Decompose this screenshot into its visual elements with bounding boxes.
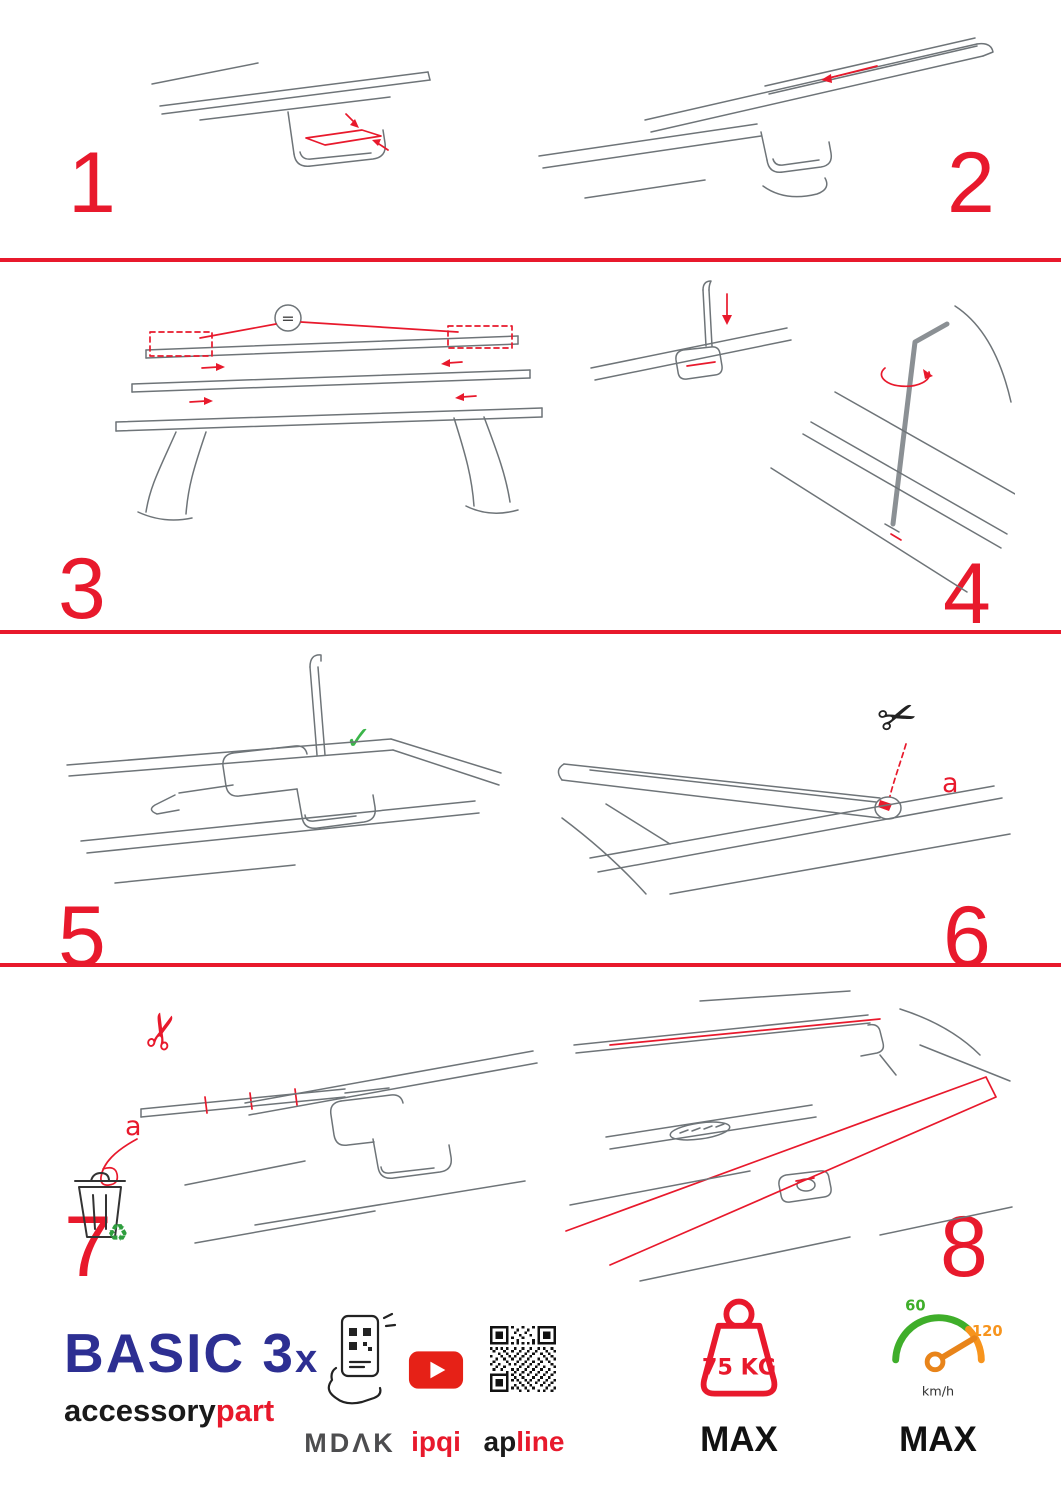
measure-box-left (149, 331, 213, 357)
company-logo: accessorypart (64, 1393, 275, 1428)
step-2-illustration (538, 37, 994, 199)
checkmark-icon: ✓ (345, 719, 372, 757)
label-a: a (125, 1111, 142, 1142)
alignment-guide (565, 1076, 997, 1266)
highlight-plate (305, 129, 382, 146)
step-3-illustration: = (115, 304, 543, 521)
step-5-illustration: ✓ (66, 654, 502, 884)
step-7-number: 7 (64, 1199, 112, 1295)
measure-box-right (447, 325, 513, 349)
qr-code (490, 1326, 556, 1392)
max-weight-label: MAX (700, 1420, 778, 1459)
product-logo: BASIC 3x (64, 1326, 319, 1381)
max-weight-icon: 75 KG (700, 1298, 778, 1397)
weight-value: 75 KG (702, 1354, 776, 1380)
allen-key (890, 321, 950, 527)
step-2-number: 2 (947, 135, 995, 231)
brand-block: BASIC 3x accessorypart (64, 1326, 319, 1428)
equals-symbol: = (281, 309, 294, 328)
product-name-suffix: x (295, 1337, 320, 1381)
step-7-illustration: ✂ a ♻ (74, 1005, 538, 1247)
step-5-number: 5 (58, 889, 106, 985)
product-name: BASIC 3 (64, 1322, 295, 1384)
label-a: a (942, 768, 959, 799)
gauge-tick-60: 60 (905, 1298, 926, 1315)
step-1-number: 1 (68, 135, 116, 231)
max-speed-label: MAX (899, 1420, 977, 1459)
youtube-icon (408, 1351, 464, 1389)
step-8-number: 8 (940, 1199, 988, 1295)
equals-badge (274, 304, 302, 332)
partner-mdak-label: MDΛK (304, 1428, 396, 1458)
partner-ipqi-label: ipqi (411, 1426, 461, 1457)
step-4-illustration (590, 280, 1015, 593)
step-1-illustration (151, 62, 431, 167)
recycle-icon: ♻ (107, 1219, 129, 1247)
scan-app-icon (327, 1312, 397, 1405)
step-4-number: 4 (943, 546, 991, 642)
trash-bin-icon (74, 1172, 126, 1238)
partner-apline-label: apline (483, 1426, 565, 1457)
section-divider (0, 258, 1061, 262)
slide-arrow (828, 65, 878, 79)
rotate-arrow (880, 367, 931, 388)
speedometer-icon: 60 120 km/h (892, 1298, 1002, 1399)
discard-arrow (100, 1138, 138, 1186)
scissors-icon: ✂ (130, 1005, 195, 1058)
gauge-tick-120: 120 (972, 1323, 1002, 1340)
section-divider (0, 630, 1061, 634)
step-6-illustration: ✂ a (557, 685, 1011, 895)
scissors-icon: ✂ (871, 685, 924, 748)
gauge-unit: km/h (922, 1384, 954, 1399)
step-3-number: 3 (58, 541, 106, 637)
step-8-illustration (565, 990, 1013, 1282)
section-divider (0, 963, 1061, 967)
